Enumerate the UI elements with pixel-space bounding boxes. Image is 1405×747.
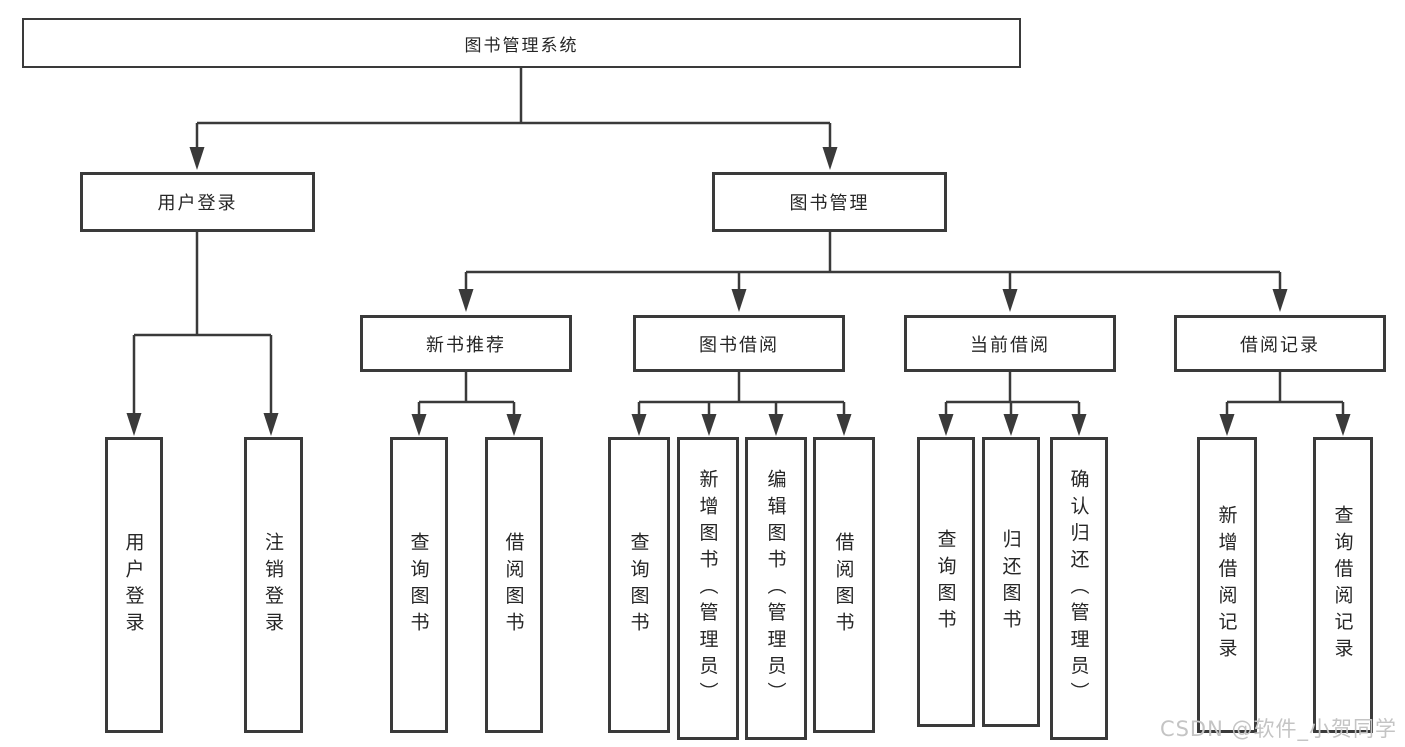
connector-new-books-to-leaves [411, 372, 522, 436]
leaf-label: 查询图书 [934, 528, 957, 636]
leaf-add-books-admin: 新增图书（管理员） [677, 437, 739, 740]
leaf-label: 查询图书 [627, 531, 650, 639]
leaf-label: 确认归还（管理员） [1067, 468, 1090, 709]
leaf-label: 借阅图书 [832, 531, 855, 639]
node-label: 借阅记录 [1240, 334, 1320, 356]
leaf-label: 归还图书 [999, 528, 1022, 636]
node-label: 图书管理 [789, 193, 870, 214]
leaf-query-books-borrow: 查询图书 [608, 437, 670, 733]
node-label: 新书推荐 [426, 334, 506, 356]
node-user-login-branch: 用户登录 [80, 172, 315, 232]
csdn-watermark: CSDN @软件_小贺同学 [1159, 717, 1397, 741]
node-library-management-system: 图书管理系统 [22, 18, 1021, 68]
node-label: 当前借阅 [970, 334, 1050, 356]
leaf-label: 查询图书 [407, 531, 430, 639]
leaf-edit-books-admin: 编辑图书（管理员） [745, 437, 807, 740]
leaf-add-borrow-record: 新增借阅记录 [1197, 437, 1257, 733]
leaf-label: 新增图书（管理员） [696, 468, 719, 709]
leaf-query-books-current: 查询图书 [917, 437, 975, 727]
node-book-borrow: 图书借阅 [633, 315, 845, 372]
connector-book-borrow-to-leaves [631, 372, 852, 436]
node-borrow-records: 借阅记录 [1174, 315, 1386, 372]
node-current-borrow: 当前借阅 [904, 315, 1116, 372]
leaf-label: 新增借阅记录 [1215, 505, 1238, 665]
node-label: 用户登录 [157, 193, 238, 214]
leaf-query-books-recommend: 查询图书 [390, 437, 448, 733]
leaf-label: 查询借阅记录 [1331, 505, 1354, 665]
connector-user-login-to-leaves [126, 232, 279, 436]
leaf-confirm-return-admin: 确认归还（管理员） [1050, 437, 1108, 740]
leaf-user-login: 用户登录 [105, 437, 163, 733]
connector-current-borrow-to-leaves [938, 372, 1087, 436]
leaf-borrow-books-recommend: 借阅图书 [485, 437, 543, 733]
leaf-return-books: 归还图书 [982, 437, 1040, 727]
leaf-logout: 注销登录 [244, 437, 303, 733]
connector-book-management-to-groups [458, 232, 1288, 312]
leaf-label: 编辑图书（管理员） [764, 468, 787, 709]
leaf-query-borrow-record: 查询借阅记录 [1313, 437, 1373, 733]
leaf-label: 借阅图书 [502, 531, 525, 639]
leaf-label: 注销登录 [262, 531, 284, 639]
connector-borrow-records-to-leaves [1219, 372, 1351, 436]
node-label: 图书管理系统 [464, 35, 579, 56]
node-label: 图书借阅 [699, 334, 779, 356]
node-new-book-recommend: 新书推荐 [360, 315, 572, 372]
leaf-borrow-books: 借阅图书 [813, 437, 875, 733]
node-book-management-branch: 图书管理 [712, 172, 947, 232]
leaf-label: 用户登录 [122, 531, 145, 639]
connector-root-to-branches [189, 68, 838, 170]
